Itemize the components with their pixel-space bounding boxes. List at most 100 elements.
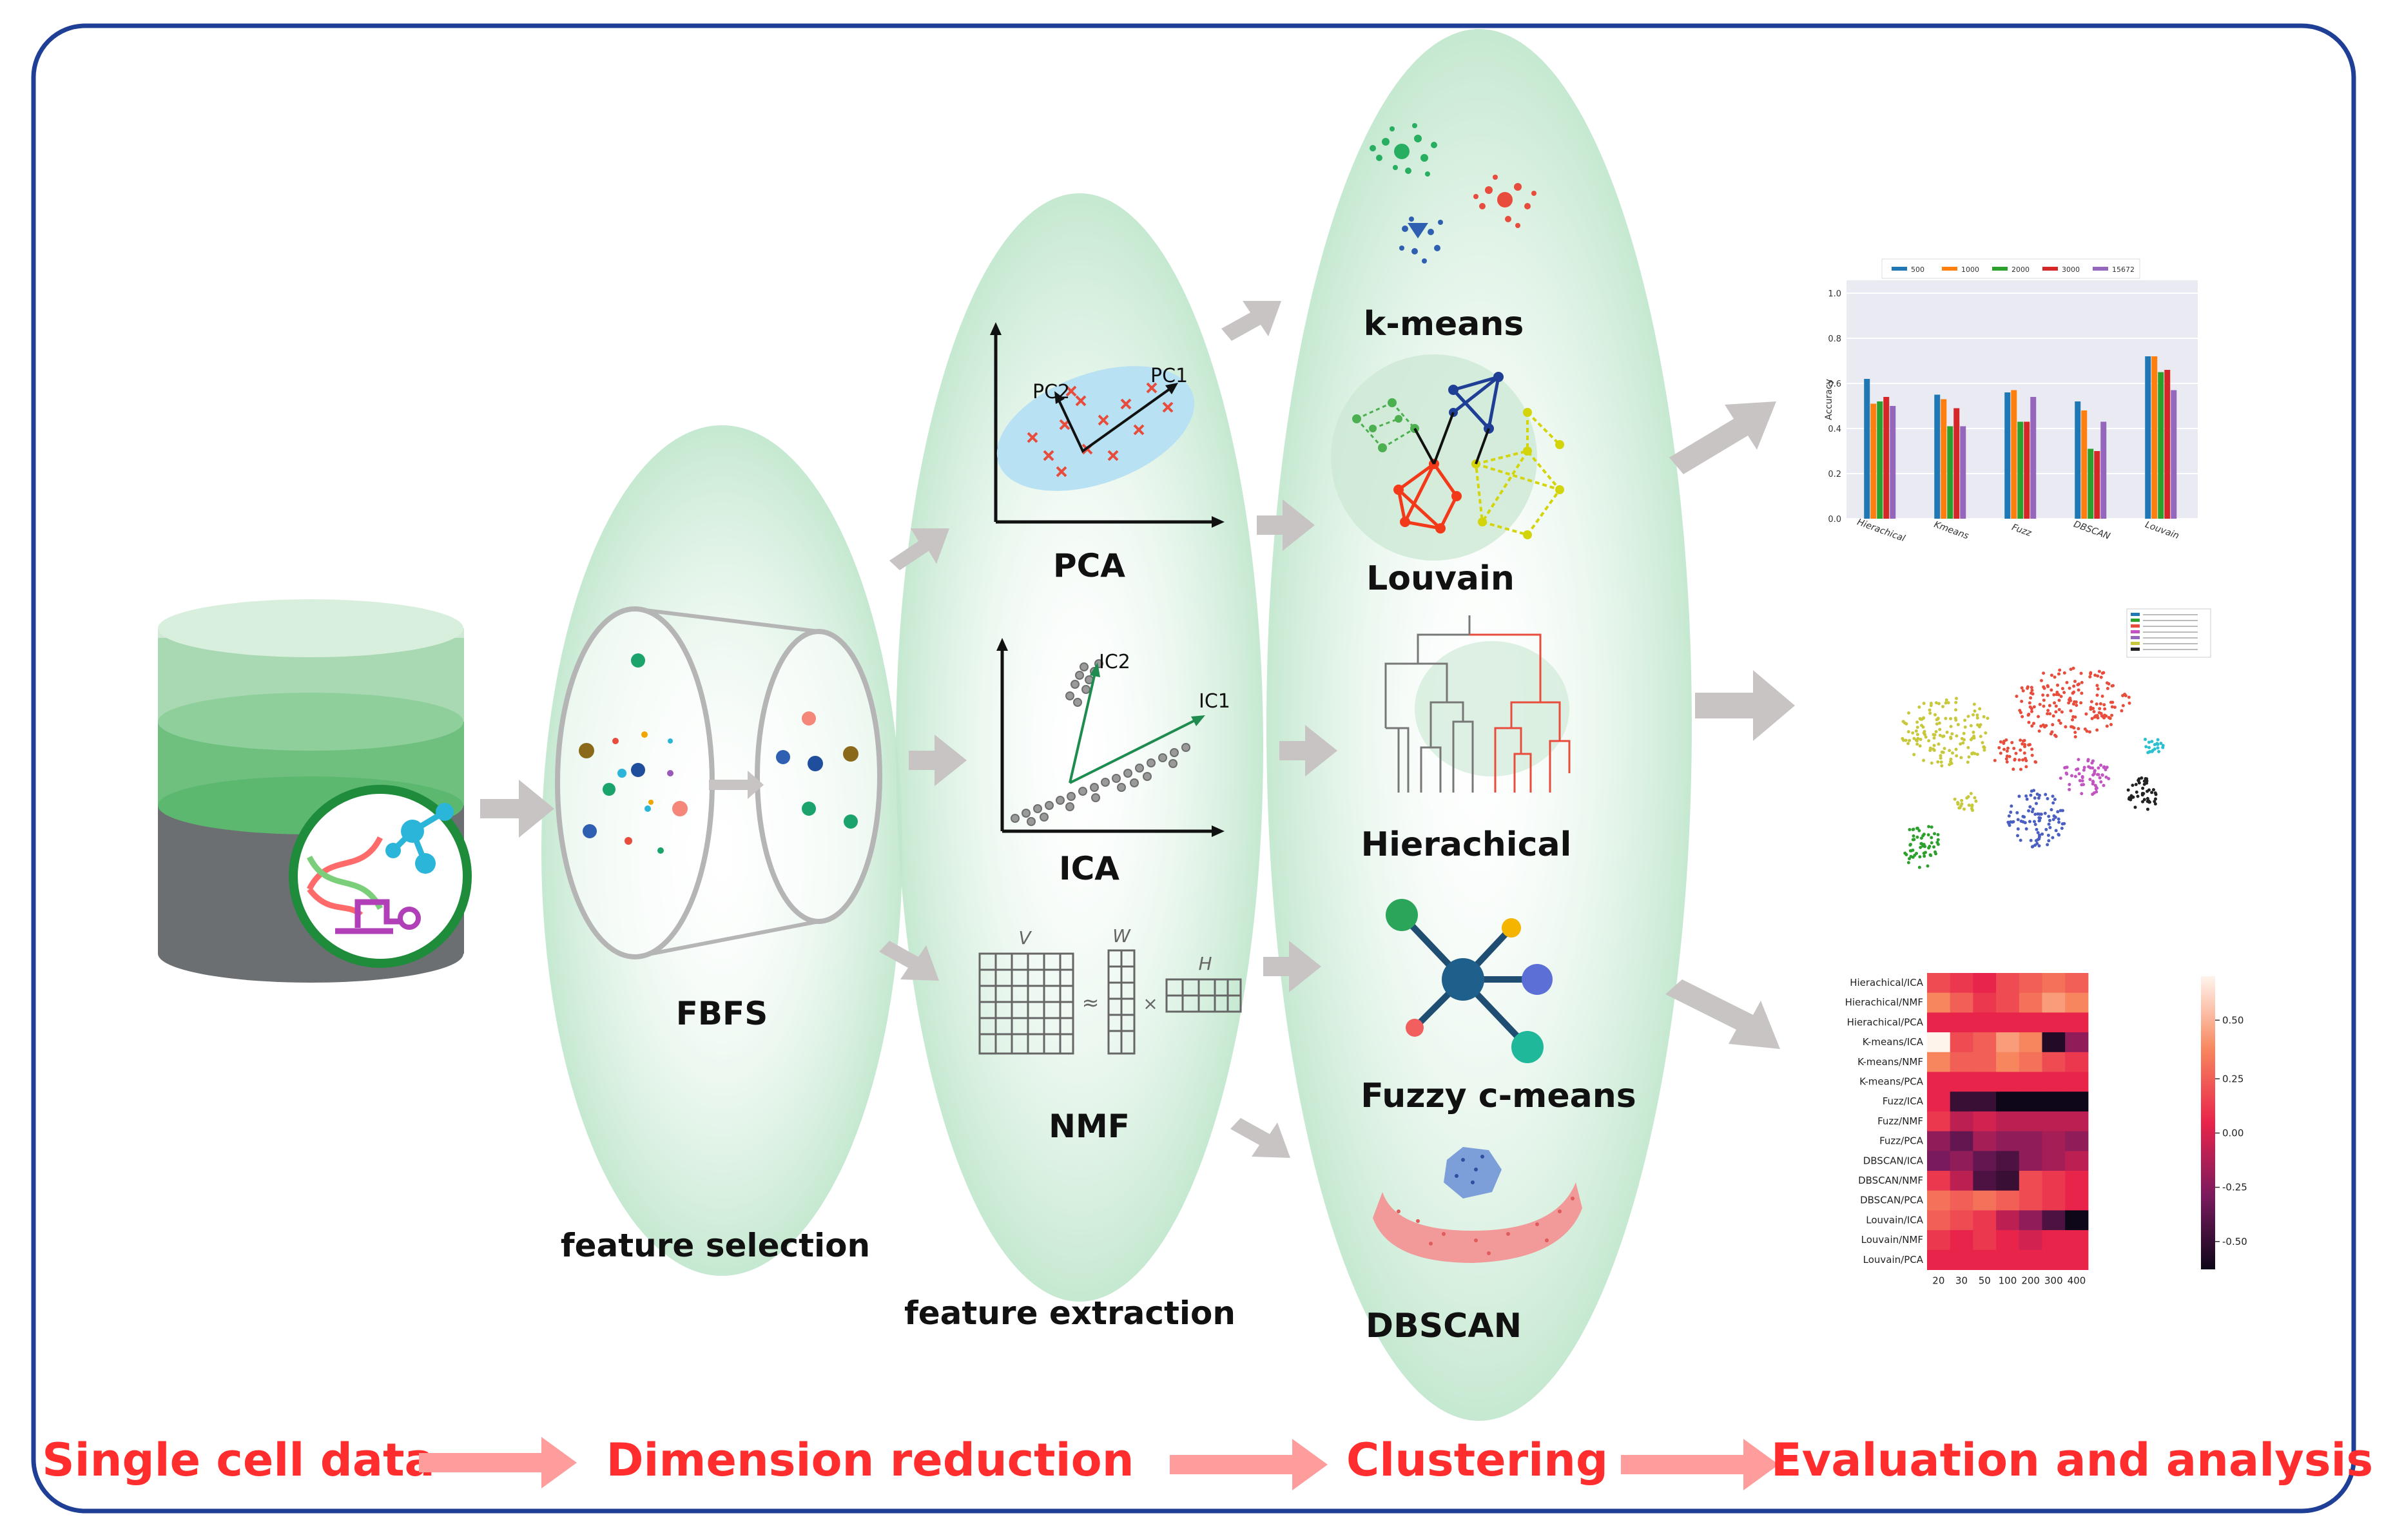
heatmap-cell — [1973, 1131, 1997, 1151]
tsne-point — [2034, 760, 2038, 764]
accuracy-bar — [2171, 390, 2177, 519]
heatmap-cell — [1973, 1190, 1997, 1211]
tsne-point — [1936, 717, 1940, 720]
tsne-point — [2007, 814, 2011, 818]
tsne-point — [1917, 829, 1921, 833]
hierarchical-illustration — [1384, 615, 1571, 793]
heatmap-cell — [2065, 1190, 2089, 1211]
tsne-point — [1955, 754, 1959, 758]
tsne-point — [2050, 808, 2053, 812]
tsne-point — [2051, 714, 2055, 718]
accuracy-bar — [2075, 401, 2081, 519]
accuracy-bar — [2017, 421, 2024, 519]
tsne-legend-swatch — [2131, 630, 2140, 633]
heatmap-row-label: Fuzz/PCA — [1879, 1135, 1924, 1147]
tsne-point — [2062, 671, 2066, 675]
tsne-point — [2144, 737, 2147, 741]
heatmap-cell — [2019, 1092, 2042, 1112]
tsne-point — [1975, 753, 1979, 756]
tsne-point — [1918, 744, 1922, 748]
heatmap-cell — [1927, 1171, 1951, 1191]
tsne-point — [2092, 709, 2096, 713]
heatmap-row-label: Louvain/NMF — [1861, 1234, 1923, 1246]
heatmap-cell — [1927, 1032, 1951, 1053]
tsne-point — [2146, 796, 2149, 800]
tsne-point — [1933, 713, 1937, 717]
heatmap-cell — [1927, 992, 1951, 1013]
tsne-point — [1999, 751, 2002, 755]
heatmap-col-label: 50 — [1979, 1275, 1991, 1287]
tsne-point — [2053, 815, 2057, 819]
accuracy-bar — [1877, 401, 1883, 519]
tsne-point — [2008, 823, 2011, 827]
heatmap-cell — [1996, 973, 2020, 994]
tsne-point — [2046, 712, 2050, 716]
pca-points — [1027, 382, 1174, 477]
accuracy-legend-label: 1000 — [1961, 265, 1979, 274]
kmeans-illustration — [1370, 123, 1536, 264]
tsne-point — [1953, 717, 1957, 720]
tsne-point — [2042, 685, 2046, 689]
accuracy-ytick: 1.0 — [1828, 289, 1841, 299]
tsne-point — [2035, 802, 2039, 805]
heatmap-col-label: 200 — [2021, 1275, 2040, 1287]
tsne-point — [2064, 765, 2068, 769]
tsne-point — [1921, 725, 1925, 729]
tsne-point — [2021, 820, 2025, 823]
tsne-point — [2030, 753, 2034, 757]
tsne-point — [1933, 832, 1937, 836]
heatmap-col-label: 400 — [2068, 1275, 2086, 1287]
tsne-point — [1945, 730, 1949, 734]
tsne-point — [1965, 796, 1969, 800]
tsne-point — [2057, 820, 2061, 824]
tsne-point — [1949, 735, 1953, 739]
tsne-point — [1930, 841, 1933, 845]
heatmap-cell — [2042, 1072, 2066, 1092]
tsne-point — [1944, 701, 1948, 705]
tsne-point — [1911, 731, 1915, 735]
heatmap-cell — [1996, 1131, 2020, 1151]
tsne-legend-swatch — [2131, 636, 2140, 639]
tsne-point — [2051, 836, 2055, 840]
tsne-point — [1972, 730, 1975, 734]
tsne-point — [1967, 755, 1971, 759]
tsne-point — [2047, 822, 2051, 826]
tsne-point — [1926, 864, 1930, 868]
heatmap-cell — [2042, 992, 2066, 1013]
tsne-point — [2153, 800, 2156, 804]
tsne-legend-swatch — [2131, 619, 2140, 622]
heatmap-cell — [2065, 1249, 2089, 1270]
heatmap-cell — [1950, 992, 1973, 1013]
tsne-point — [1975, 716, 1979, 720]
tsne-point — [2071, 666, 2075, 670]
tsne-point — [1928, 845, 1932, 849]
heatmap-colorbar-label: -0.25 — [2222, 1182, 2247, 1193]
tsne-point — [2004, 738, 2008, 742]
heatmap-cell — [2019, 992, 2042, 1013]
tsne-point — [1949, 724, 1953, 728]
heatmap-row-label: DBSCAN/NMF — [1858, 1175, 1923, 1186]
tsne-point — [2102, 703, 2106, 707]
tsne-point — [2011, 820, 2015, 823]
arrow-to-dbscan — [1230, 1118, 1290, 1158]
heatmap-cell — [2065, 1032, 2089, 1053]
accuracy-legend-swatch — [1892, 267, 1907, 271]
tsne-point — [2095, 684, 2099, 688]
tsne-point — [2046, 684, 2050, 688]
tsne-legend-swatch — [2131, 624, 2140, 628]
heatmap-colorbar — [2201, 976, 2215, 1269]
tsne-point — [2095, 702, 2098, 706]
tsne-point — [2080, 792, 2084, 796]
tsne-point — [1936, 760, 1940, 764]
tsne-point — [1982, 745, 1986, 749]
heatmap-colorbar-label: 0.50 — [2222, 1014, 2243, 1026]
tsne-point — [1970, 807, 1973, 811]
tsne-point — [1922, 702, 1926, 706]
tsne-point — [2005, 755, 2009, 758]
tsne-point — [1967, 804, 1971, 807]
tsne-point — [2090, 717, 2094, 720]
tsne-point — [1932, 845, 1936, 849]
tsne-point — [1982, 748, 1986, 752]
tsne-point — [2100, 773, 2104, 777]
